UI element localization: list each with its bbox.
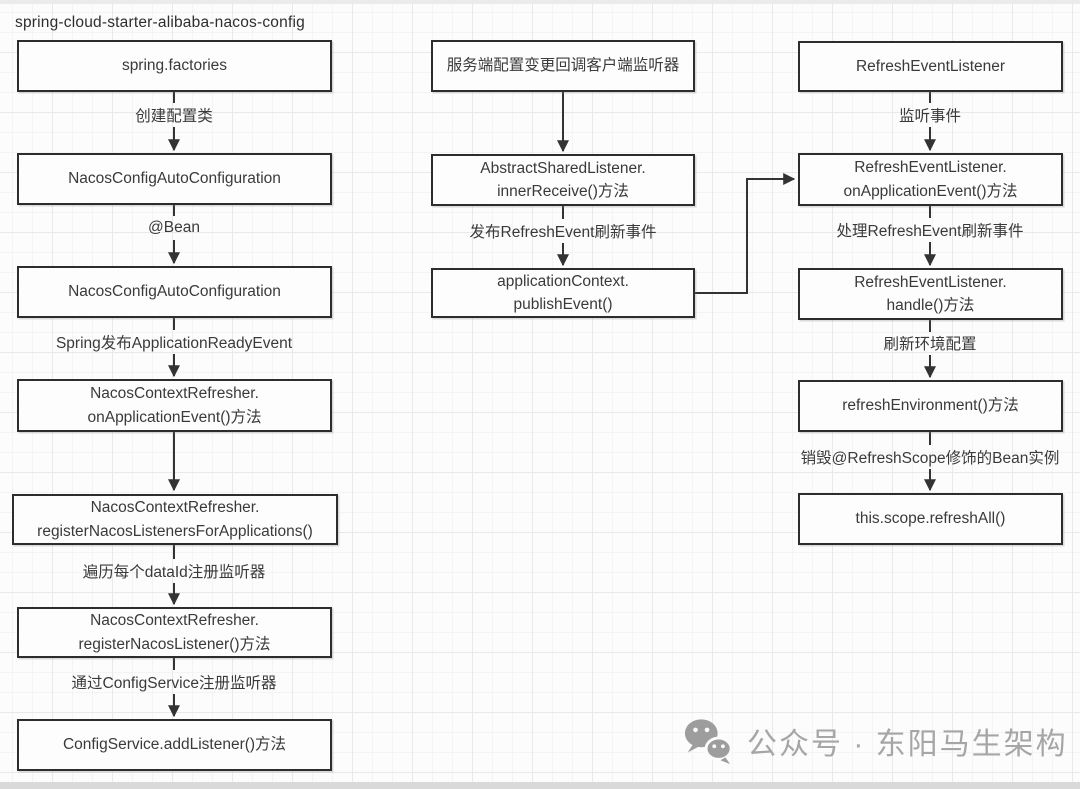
flow-node-nacos-config-autoconfiguration-1: NacosConfigAutoConfiguration (17, 153, 332, 205)
top-edge-strip (0, 0, 1080, 4)
flow-node-publish-event: applicationContext. publishEvent() (431, 268, 695, 318)
flow-node-refresh-environment: refreshEnvironment()方法 (798, 380, 1063, 432)
flow-node-nacos-config-autoconfiguration-2: NacosConfigAutoConfiguration (17, 266, 332, 318)
flow-node-inner-receive: AbstractSharedListener. innerReceive()方法 (431, 154, 695, 206)
flow-node-register-nacos-listeners-for-applications: NacosContextRefresher. registerNacosList… (12, 494, 338, 545)
edge-label-handle-refresh-event: 处理RefreshEvent刷新事件 (836, 223, 1024, 240)
flow-node-on-application-event: NacosContextRefresher. onApplicationEven… (17, 379, 332, 432)
edge-elbow-connector (695, 173, 796, 294)
bottom-edge-strip (0, 782, 1080, 789)
flow-node-register-nacos-listener: NacosContextRefresher. registerNacosList… (17, 607, 332, 658)
flow-node-config-service-add-listener: ConfigService.addListener()方法 (17, 719, 332, 771)
diagram-title: spring-cloud-starter-alibaba-nacos-confi… (15, 14, 305, 31)
edge-label-publish-refresh-event: 发布RefreshEvent刷新事件 (469, 224, 657, 241)
wechat-icon (684, 719, 733, 765)
edge-label-listen-event: 监听事件 (898, 108, 962, 125)
edge-label-bean-annotation: @Bean (148, 219, 200, 236)
flow-node-listener-on-application-event: RefreshEventListener. onApplicationEvent… (798, 153, 1063, 206)
edge-label-iterate-dataid: 遍历每个dataId注册监听器 (82, 564, 266, 581)
flow-node-scope-refresh-all: this.scope.refreshAll() (798, 493, 1063, 545)
edge-label-application-ready-event: Spring发布ApplicationReadyEvent (55, 335, 293, 352)
edge-label-refresh-env-config: 刷新环境配置 (883, 336, 977, 353)
edge-label-destroy-refresh-scope: 销毁@RefreshScope修饰的Bean实例 (800, 450, 1060, 467)
watermark: 公众号 · 东阳马生架构 (682, 716, 1068, 766)
flow-node-handle-method: RefreshEventListener. handle()方法 (798, 268, 1063, 320)
flow-node-refresh-event-listener: RefreshEventListener (798, 41, 1063, 92)
edge-label-create-config-class: 创建配置类 (135, 108, 213, 125)
edge-label-via-config-service: 通过ConfigService注册监听器 (71, 675, 277, 692)
flow-node-spring-factories: spring.factories (17, 40, 332, 92)
flow-node-server-config-change-callback: 服务端配置变更回调客户端监听器 (431, 40, 695, 92)
watermark-text: 公众号 · 东阳马生架构 (747, 728, 1068, 761)
